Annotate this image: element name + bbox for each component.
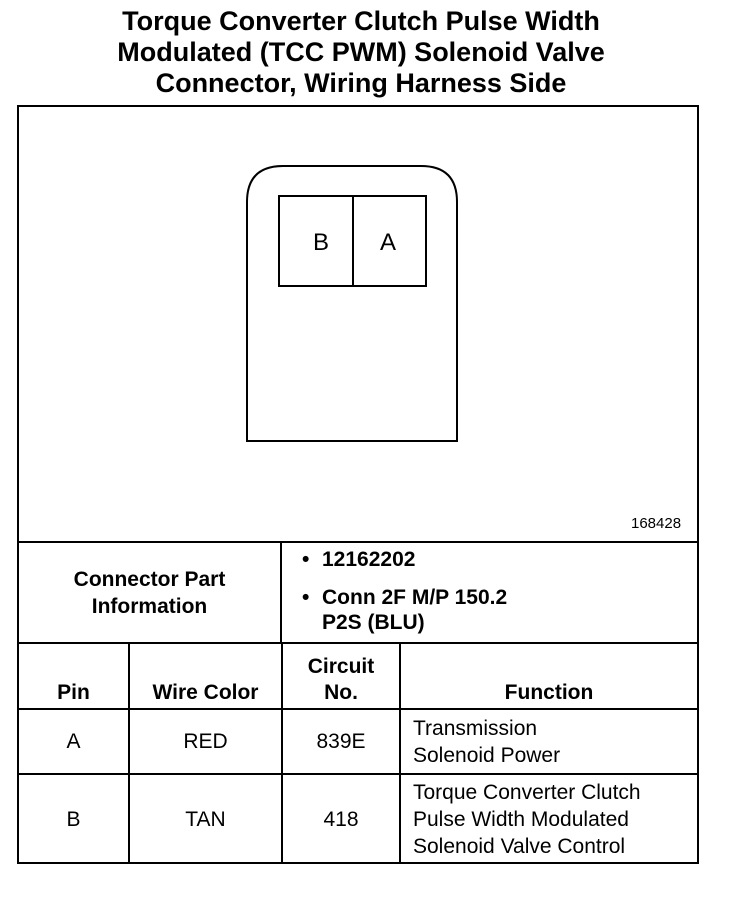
pin-cavity-a (352, 195, 427, 287)
connector-type-item: • Conn 2F M/P 150.2 P2S (BLU) (302, 585, 508, 635)
title-line-1: Torque Converter Clutch Pulse Width (122, 6, 600, 36)
pin-label-b: B (313, 229, 329, 256)
connector-svg: B A (246, 165, 458, 442)
function-line: Solenoid Power (413, 743, 561, 767)
header-circuit-line-1: Circuit (307, 655, 375, 678)
function-line: Transmission (413, 716, 538, 740)
pin-label-a: A (380, 229, 396, 256)
diagram-title: Torque Converter Clutch Pulse Width Modu… (0, 6, 722, 99)
header-circuit-no: Circuit No. (281, 642, 401, 710)
table-row: A RED 839E Transmission Solenoid Power (19, 708, 697, 775)
wire-color-cell: RED (128, 708, 283, 775)
pinout-header-row: Pin Wire Color Circuit No. Function (19, 642, 697, 710)
circuit-cell: 418 (281, 773, 401, 864)
connector-sheet: B A 168428 Connector Part Information • … (17, 105, 699, 864)
header-function: Function (399, 642, 697, 710)
connector-part-info: Connector Part Information • 12162202 • … (19, 541, 697, 642)
connector-type-line-1: Conn 2F M/P 150.2 (322, 586, 508, 609)
header-pin: Pin (19, 642, 130, 710)
pin-cell: A (19, 708, 130, 775)
connector-info-label-line-2: Information (91, 594, 208, 618)
title-line-3: Connector, Wiring Harness Side (155, 68, 567, 98)
pinout-table: Pin Wire Color Circuit No. Function A RE… (19, 642, 697, 864)
connector-info-label-line-1: Connector Part (73, 567, 226, 591)
bullet-2: • (302, 586, 310, 609)
function-line: Pulse Width Modulated (413, 808, 629, 831)
bullet-1: • (302, 548, 310, 571)
connector-type-line-2: P2S (BLU) (322, 611, 425, 634)
header-circuit-line-2: No. (324, 681, 358, 704)
figure-number: 168428 (631, 515, 682, 532)
pin-cell: B (19, 773, 130, 864)
wire-color-cell: TAN (128, 773, 283, 864)
function-cell: Transmission Solenoid Power (399, 708, 697, 775)
header-wire-color: Wire Color (128, 642, 283, 710)
function-line: Torque Converter Clutch (413, 781, 641, 804)
circuit-cell: 839E (281, 708, 401, 775)
connector-info-label: Connector Part Information (19, 543, 282, 642)
connector-drawing: B A 168428 (19, 107, 697, 541)
part-number: 12162202 (322, 548, 416, 571)
connector-info-list: • 12162202 • Conn 2F M/P 150.2 P2S (BLU) (282, 543, 697, 642)
function-cell: Torque Converter Clutch Pulse Width Modu… (399, 773, 697, 864)
table-row: B TAN 418 Torque Converter Clutch Pulse … (19, 773, 697, 864)
connector-body (246, 165, 458, 442)
part-number-item: • 12162202 (302, 547, 416, 572)
function-line: Solenoid Valve Control (413, 835, 626, 858)
title-line-2: Modulated (TCC PWM) Solenoid Valve (117, 37, 605, 67)
